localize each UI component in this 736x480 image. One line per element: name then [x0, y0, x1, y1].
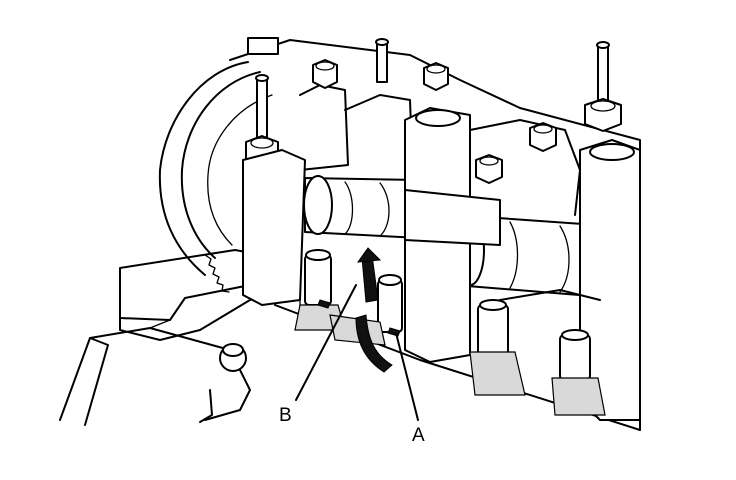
valve-springs-left: [294, 249, 403, 346]
valve-springs-right: [469, 289, 606, 416]
camshaft-holders: [242, 107, 641, 421]
studs: [247, 37, 610, 149]
leader-a: [395, 332, 419, 421]
leader-b: [295, 284, 357, 401]
leader-lines: [295, 284, 419, 421]
cam-pulley: [158, 61, 273, 293]
callout-a: A: [412, 425, 425, 446]
callout-b: B: [279, 405, 292, 426]
mounting-bracket: [59, 249, 301, 426]
rotation-arrows: [355, 247, 393, 373]
